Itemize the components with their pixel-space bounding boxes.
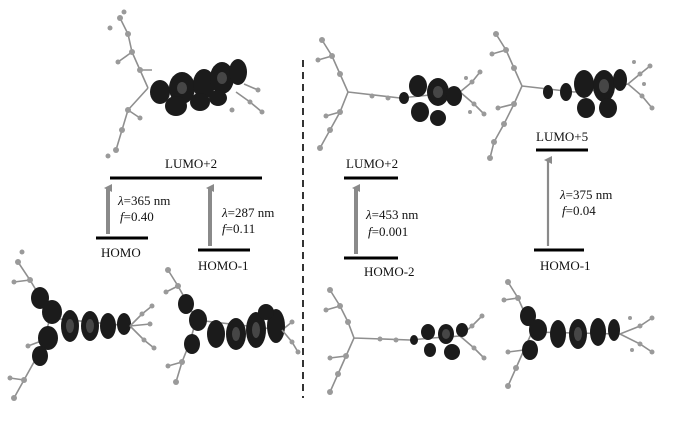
label-homo2-right: HOMO-2 [364, 264, 415, 279]
transition-right-a-wavelength: λ=453 nm [365, 207, 418, 222]
orbital-homo1-left [163, 267, 301, 385]
label-homo1-right: HOMO-1 [540, 258, 591, 273]
transition-left-2-oscillator: f=0.11 [222, 221, 255, 236]
label-lumo2-right: LUMO+2 [346, 156, 398, 171]
label-lumo5-right: LUMO+5 [536, 129, 588, 144]
label-lumo2-left: LUMO+2 [165, 156, 217, 171]
orbital-lumo2-left [105, 9, 265, 159]
orbital-homo1-right [501, 279, 655, 389]
transition-right-b-wavelength: λ=375 nm [559, 187, 612, 202]
orbital-homo2-right [323, 287, 487, 395]
orbital-homo-left [7, 249, 157, 401]
orbital-lumo5-right [487, 31, 655, 161]
transition-right-b-oscillator: f=0.04 [562, 203, 596, 218]
transition-left-2-wavelength: λ=287 nm [221, 205, 274, 220]
transition-left-1-wavelength: λ=365 nm [117, 193, 170, 208]
label-homo-left: HOMO [101, 245, 141, 260]
label-homo1-left: HOMO-1 [198, 258, 249, 273]
orbital-lumo2-right [315, 37, 487, 151]
transition-right-a-oscillator: f=0.001 [368, 224, 408, 239]
transition-left-1-oscillator: f=0.40 [120, 209, 154, 224]
